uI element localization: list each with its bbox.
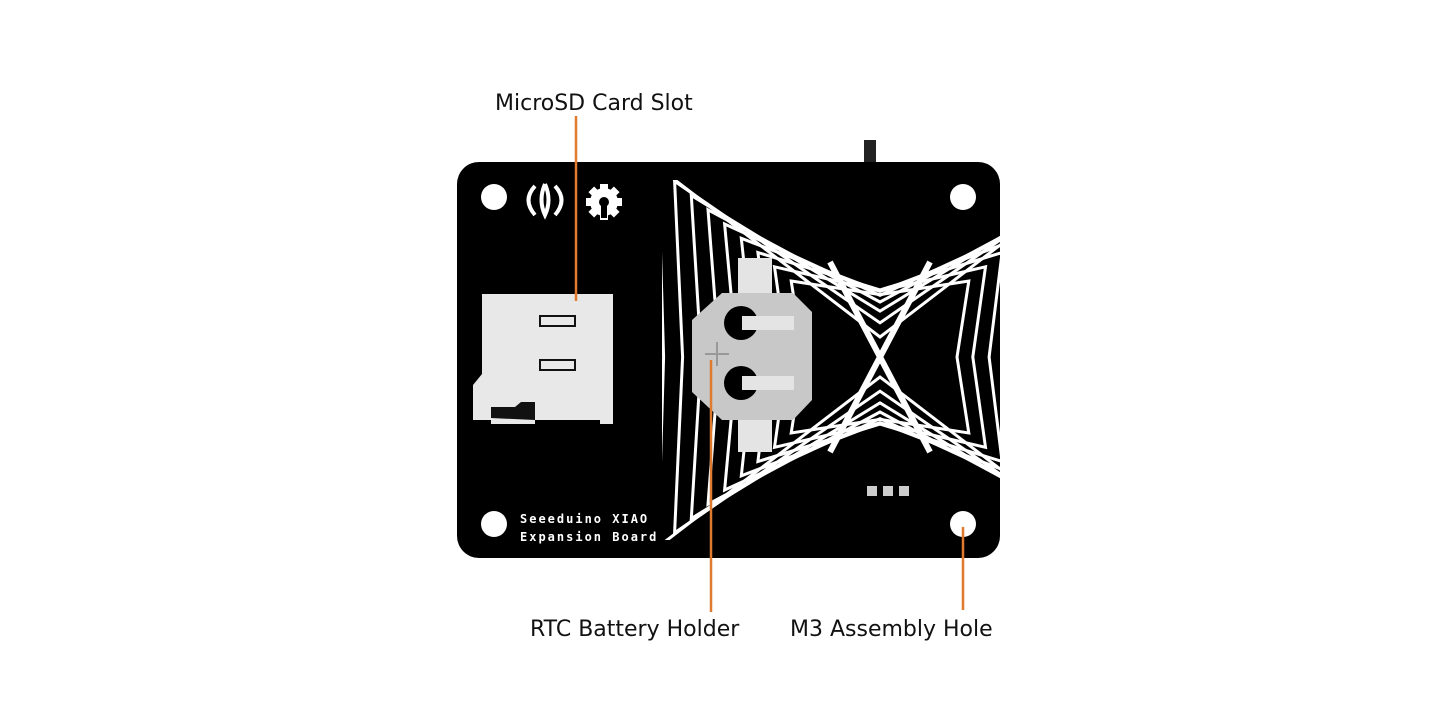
microsd-card-slot [473,294,613,424]
board-name-line2: Expansion Board [520,530,658,544]
smd-pads [867,486,909,496]
x-center-mark [827,260,933,454]
rtc-battery-holder [692,258,812,452]
mount-hole-top-left [481,184,507,210]
open-hardware-gear-icon [586,184,622,220]
seeed-logo-icon [526,183,564,220]
mount-hole-top-right [950,184,976,210]
m3-assembly-hole [950,511,976,537]
callout-label-rtc: RTC Battery Holder [530,617,740,642]
x-trace-outline [689,192,1000,522]
callout-label-microsd: MicroSD Card Slot [495,91,693,116]
board-name-line1: Seeeduino XIAO [520,512,649,526]
x-trace-outline [662,180,1000,540]
switch-tab [864,140,876,166]
callout-label-m3: M3 Assembly Hole [790,617,993,642]
mount-hole-bottom-left [481,511,507,537]
